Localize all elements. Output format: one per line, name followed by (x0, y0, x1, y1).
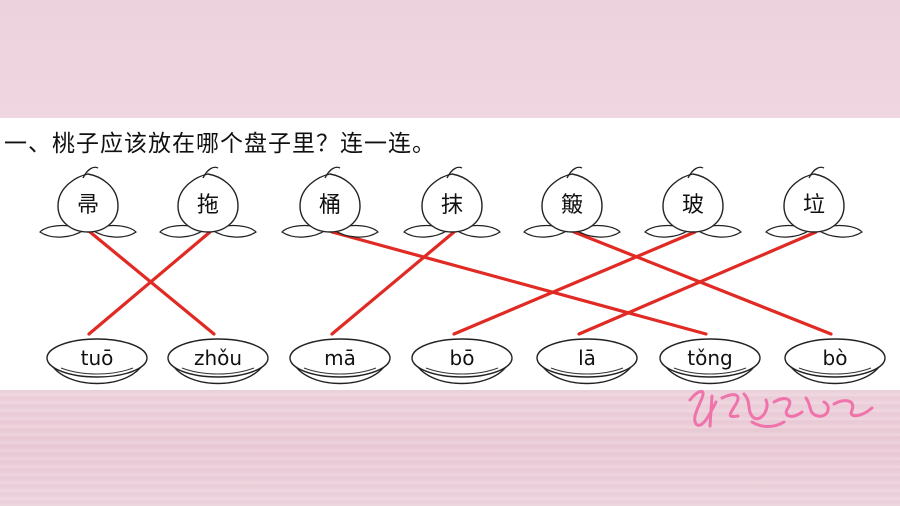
plate-top (784, 338, 886, 378)
exercise-instruction: 一、桃子应该放在哪个盘子里？连一连。 (4, 131, 436, 157)
peach-body (662, 173, 724, 233)
peach: 玻 (644, 166, 742, 238)
plate: zhǒu (167, 338, 269, 385)
handwritten-signature-icon (688, 390, 874, 428)
peach-body (177, 173, 239, 233)
peach-character: 帚 (77, 193, 99, 218)
connection-line (452, 230, 697, 336)
peach: 桶 (281, 166, 379, 238)
peaches-row: 帚拖桶抹簸玻垃 (39, 166, 863, 238)
peach-tip (82, 166, 99, 179)
top-pink-band (0, 0, 900, 118)
plate: bō (411, 338, 513, 385)
peach-tip (687, 166, 704, 179)
peach: 抹 (403, 166, 501, 238)
peach-tip (566, 166, 583, 179)
plates-row: tuō zhǒu mā bō lā tǒng bò (46, 338, 886, 385)
plate: tuō (46, 338, 148, 385)
connection-line (87, 230, 212, 336)
connection-line (88, 230, 216, 336)
peach-tip (202, 166, 219, 179)
connection-line (330, 230, 456, 336)
plate-top (536, 338, 638, 378)
peach-character: 垃 (803, 193, 825, 218)
plate: bò (784, 338, 886, 385)
peach-body (783, 173, 845, 233)
plate-inner-edge (181, 367, 255, 375)
peach-character: 玻 (682, 193, 704, 218)
connection-line (572, 230, 833, 336)
connection-line (330, 230, 708, 336)
peach: 拖 (159, 166, 257, 238)
plate-inner-edge (425, 367, 499, 375)
plate-pinyin: bō (450, 346, 475, 370)
peach-character: 簸 (561, 193, 583, 218)
peach-tip (446, 166, 463, 179)
plate-top (289, 338, 391, 378)
plate: tǒng (659, 338, 761, 385)
peach-character: 拖 (197, 193, 219, 218)
peach: 簸 (523, 166, 621, 238)
plate-pinyin: lā (578, 346, 596, 370)
peach-tip (324, 166, 341, 179)
plate-pinyin: tuō (81, 346, 114, 370)
plate-inner-edge (673, 367, 747, 375)
plate-inner-edge (60, 367, 134, 375)
plate-top (411, 338, 513, 378)
plate-top (659, 338, 761, 378)
plate-inner-edge (550, 367, 624, 375)
peach-body (299, 173, 361, 233)
plate-inner-edge (303, 367, 377, 375)
peach-tip (808, 166, 825, 179)
plate: lā (536, 338, 638, 385)
plate-pinyin: tǒng (687, 346, 732, 370)
peach-body (541, 173, 603, 233)
connection-line (577, 230, 818, 336)
peach: 帚 (39, 166, 137, 238)
connection-lines (87, 230, 833, 336)
peach-body (421, 173, 483, 233)
plate-top (46, 338, 148, 378)
peach-character: 桶 (319, 193, 341, 218)
peach-body (57, 173, 119, 233)
plate-pinyin: bò (823, 346, 848, 370)
peach-character: 抹 (441, 193, 463, 218)
plate-inner-edge (798, 367, 872, 375)
plate-top (167, 338, 269, 378)
peach: 垃 (765, 166, 863, 238)
plate-pinyin: zhǒu (194, 346, 242, 370)
plate-pinyin: mā (324, 346, 356, 370)
plate: mā (289, 338, 391, 385)
